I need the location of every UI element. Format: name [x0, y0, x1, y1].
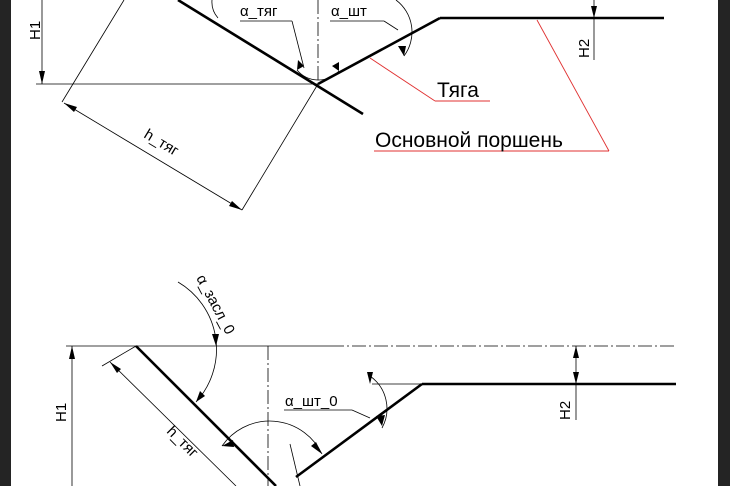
bottom-rod-line [135, 345, 277, 486]
bottom-central-arrow-left [222, 440, 234, 447]
alpha-sht-0-arrow-top [367, 372, 373, 384]
alpha-sht-arc [395, 0, 413, 57]
bottom-central-leader [289, 443, 301, 486]
bottom-central-arc [221, 420, 323, 455]
alpha-sht-arrow [398, 46, 406, 56]
bottom-h2-arrow-bottom [573, 372, 579, 384]
bottom-h1-arrow [69, 346, 75, 359]
link-line [317, 16, 441, 86]
alpha-tyag-leader [291, 20, 305, 69]
bottom-h-tyag-label: h_тяг [163, 423, 202, 462]
h-tyag-arrow-start [64, 103, 77, 112]
window-frame-left [0, 0, 11, 486]
tyaga-label: Тяга [437, 79, 479, 102]
h2-arrow [591, 6, 597, 18]
h-tyag-dimension-line [63, 102, 243, 211]
alpha-sht-leader [383, 20, 399, 31]
h-tyag-label: h_тяг [141, 126, 182, 160]
alpha-sht-0-arrow-bottom [376, 415, 385, 426]
h2-label: H2 [576, 39, 593, 58]
h-tyag-extension-right [241, 83, 319, 211]
h-tyag-arrow-end [229, 201, 242, 210]
bottom-link-line [295, 382, 423, 479]
alpha-sht-label: α_шт [331, 3, 367, 20]
alpha-tyag-label: α_тяг [240, 3, 278, 20]
tyaga-leader [369, 57, 436, 102]
bottom-figure: H1 H2 h_тяг α_засл_0 α_шт_0 [53, 272, 676, 486]
bottom-central-arrow-right [311, 442, 322, 454]
bottom-h2-arrow-top [573, 346, 579, 358]
h1-arrow [39, 71, 45, 84]
bottom-h2-label: H2 [557, 401, 574, 420]
alpha-tyag-arc [296, 69, 340, 81]
top-figure: H1 h_тяг α_тяг [27, 0, 664, 211]
alpha-zasl-0-label: α_засл_0 [192, 272, 238, 338]
alpha-sht-0-label: α_шт_0 [285, 393, 338, 410]
alpha-sht-0-leader [351, 409, 371, 419]
window-frame-right [718, 0, 730, 486]
alpha-sht-0-arc [369, 375, 388, 429]
h1-label: H1 [27, 21, 44, 40]
bottom-h-tyag-arrow [110, 362, 121, 373]
bottom-h1-label: H1 [53, 403, 70, 422]
alpha-zasl-0-arrow-bottom [196, 391, 205, 402]
bottom-h-tyag-extension [101, 345, 137, 367]
alpha-tyag-arrow-right [332, 62, 339, 71]
h-tyag-extension-left [61, 0, 125, 103]
rod-line [177, 0, 364, 116]
osnovnoi-porshen-label: Основной поршень [375, 129, 563, 152]
alpha-zasl-0-arrow-top [212, 334, 219, 346]
porshen-leader [536, 19, 610, 152]
bottom-h-tyag-dimension-line [109, 361, 237, 486]
alpha-tyag-arrow-left [297, 60, 304, 70]
top-left-angle-arc [211, 0, 219, 19]
